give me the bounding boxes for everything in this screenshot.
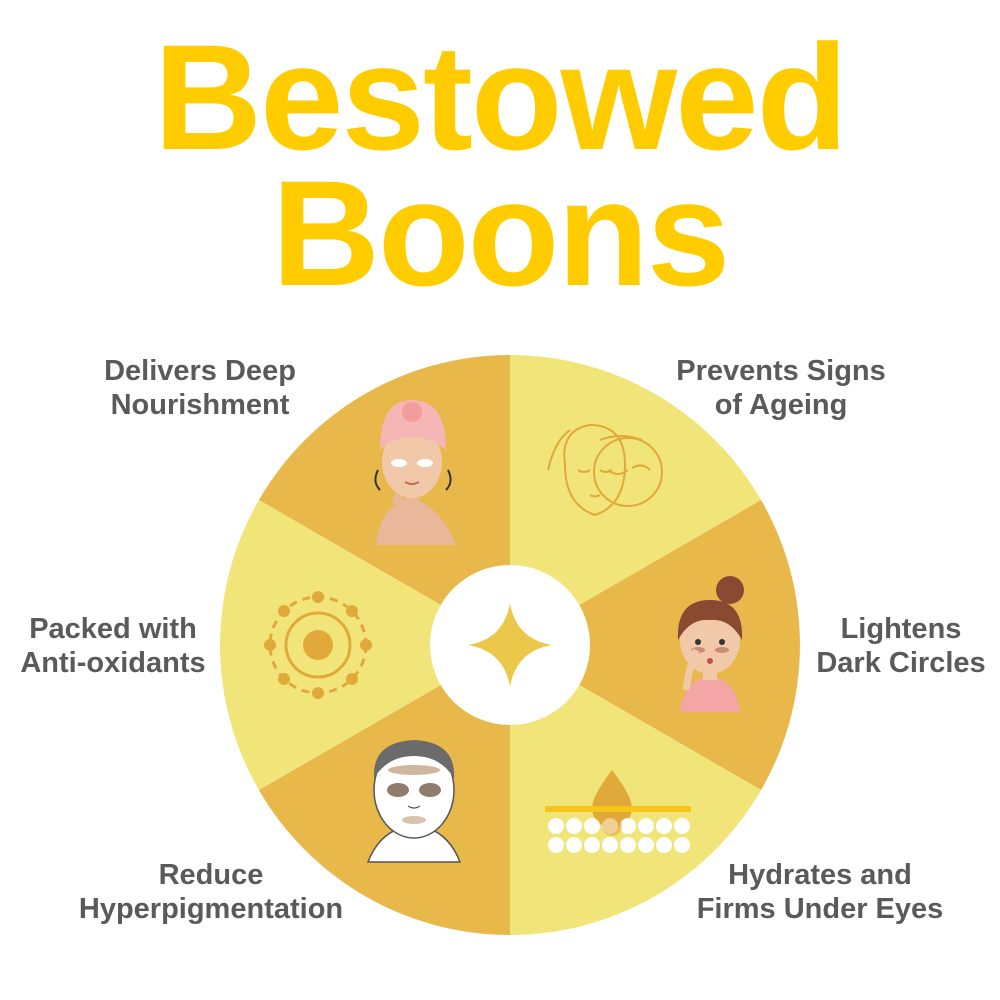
dark-circles-girl-icon — [677, 576, 744, 712]
benefit-label-ageing: Prevents Signs of Ageing — [665, 354, 897, 422]
benefit-label-dark-circles: Lightens Dark Circles — [805, 612, 997, 680]
segment-top-left — [258, 355, 510, 645]
benefit-line: Delivers Deep — [104, 355, 296, 387]
benefit-line: Nourishment — [110, 389, 290, 421]
sparkle-icon — [468, 603, 552, 687]
benefit-line: Dark Circles — [816, 647, 986, 679]
title-line-2: Boons — [271, 149, 731, 317]
title-line-1: Bestowed — [153, 13, 848, 181]
molecule-icon — [264, 591, 372, 699]
benefit-line: Reduce — [158, 859, 264, 891]
benefit-line: of Ageing — [714, 389, 848, 421]
benefit-label-hydrates: Hydrates and Firms Under Eyes — [690, 858, 950, 926]
pigmented-face-icon — [366, 740, 462, 863]
benefit-line: Firms Under Eyes — [696, 893, 944, 925]
ageing-face-icon — [547, 423, 663, 517]
benefit-label-antioxidants: Packed with Anti-oxidants — [8, 612, 218, 680]
hydration-droplet-icon — [545, 770, 691, 853]
segment-right — [510, 500, 800, 790]
benefit-label-nourishment: Delivers Deep Nourishment — [92, 354, 308, 422]
benefit-line: Hyperpigmentation — [78, 893, 344, 925]
benefit-line: Anti-oxidants — [20, 647, 206, 679]
benefit-line: Packed with — [29, 613, 197, 645]
benefit-line: Prevents Signs — [676, 355, 886, 387]
benefit-label-hyperpigmentation: Reduce Hyperpigmentation — [56, 858, 366, 926]
segment-bottom-right — [510, 645, 762, 935]
benefit-line: Hydrates and — [728, 859, 912, 891]
benefit-line: Lightens — [840, 613, 962, 645]
towel-face-mask-icon — [374, 400, 456, 545]
segment-top-right — [510, 355, 762, 645]
